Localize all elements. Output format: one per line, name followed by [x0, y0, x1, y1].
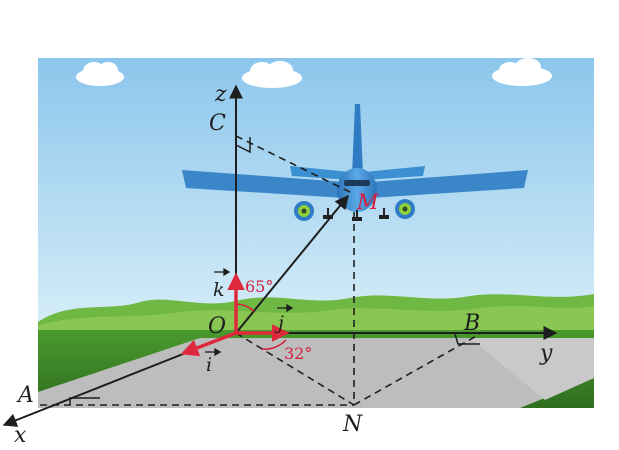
label-x-axis: x: [14, 423, 27, 445]
line-cm: [235, 135, 355, 195]
label-point-m: M: [356, 190, 379, 214]
airplane: [182, 104, 528, 221]
label-y-axis: y: [539, 341, 553, 366]
dashed-lines: [40, 135, 481, 406]
label-vector-j: j: [274, 312, 284, 334]
label-vector-i: i: [206, 354, 212, 376]
right-wing: [370, 170, 528, 198]
cockpit-window: [344, 180, 370, 186]
clouds: [76, 58, 552, 88]
label-vector-k: k: [213, 279, 225, 301]
label-origin: O: [208, 314, 226, 339]
tail-fin: [352, 104, 363, 175]
label-z-axis: z: [214, 82, 227, 107]
runway-edge: [470, 338, 594, 400]
angle-arc-32: [261, 339, 287, 350]
vector-om: [235, 194, 349, 334]
scene-background: [38, 58, 594, 408]
angle-arc-65: [235, 303, 255, 312]
right-angle-c: [235, 137, 251, 154]
right-stabilizer: [365, 166, 425, 180]
label-point-a: A: [16, 383, 34, 408]
angle-arcs: [235, 303, 287, 350]
landing-gear: [323, 208, 389, 221]
label-point-n: N: [342, 412, 363, 437]
label-point-c: C: [209, 111, 226, 136]
label-point-b: B: [463, 311, 480, 336]
vector-arrows: [205, 267, 294, 357]
right-angle-b: [454, 333, 480, 345]
left-wing: [182, 170, 345, 198]
unit-vector-i: [180, 331, 237, 357]
line-nb: [353, 333, 481, 406]
tree-line-front: [38, 306, 594, 334]
label-angle-32: 32°: [284, 344, 312, 363]
label-angle-65: 65°: [245, 277, 273, 296]
